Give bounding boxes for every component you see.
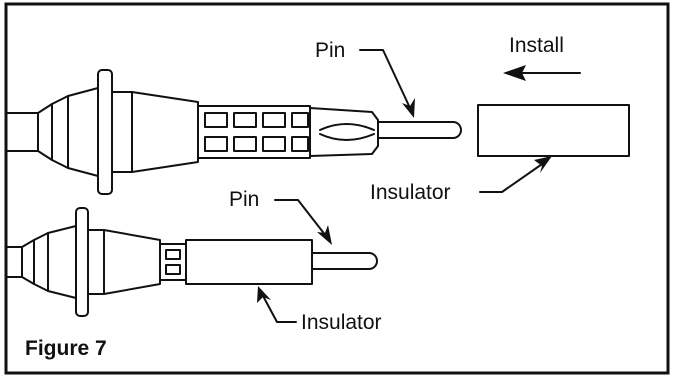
figure-border: [4, 2, 670, 375]
top-pin-label: Pin: [315, 39, 345, 62]
top-insulator-leader: [479, 156, 552, 193]
bottom-connector-body: [87, 229, 161, 295]
install-arrow-icon: [503, 65, 581, 81]
top-crimp-sleeve: [309, 107, 379, 157]
bottom-ferrule: [159, 243, 187, 281]
bottom-pin-label: Pin: [229, 188, 259, 211]
bottom-connector-collar: [75, 207, 89, 317]
top-connector-assembly: Pin Install Insulator: [5, 34, 630, 204]
top-insulator-label: Insulator: [370, 181, 451, 204]
top-pin: [377, 121, 462, 139]
bottom-pin: [311, 252, 378, 270]
bottom-insulator-label: Insulator: [301, 311, 382, 334]
figure-caption: Figure 7: [25, 337, 107, 360]
bottom-insulator-leader: [257, 286, 297, 323]
top-connector-body: [111, 91, 199, 173]
bottom-cable: [5, 246, 23, 278]
bottom-insulator: [185, 239, 313, 285]
top-connector-collar: [97, 69, 113, 195]
top-cable: [5, 112, 39, 152]
bottom-pin-leader: [274, 199, 332, 245]
bottom-strain-relief: [21, 225, 77, 299]
bottom-connector-assembly: Pin Insulator: [5, 188, 382, 334]
top-grip-ferrule: [197, 105, 311, 159]
top-pin-leader: [359, 49, 415, 118]
top-insulator: [477, 104, 630, 157]
top-strain-relief: [37, 87, 99, 177]
install-label: Install: [509, 34, 564, 57]
